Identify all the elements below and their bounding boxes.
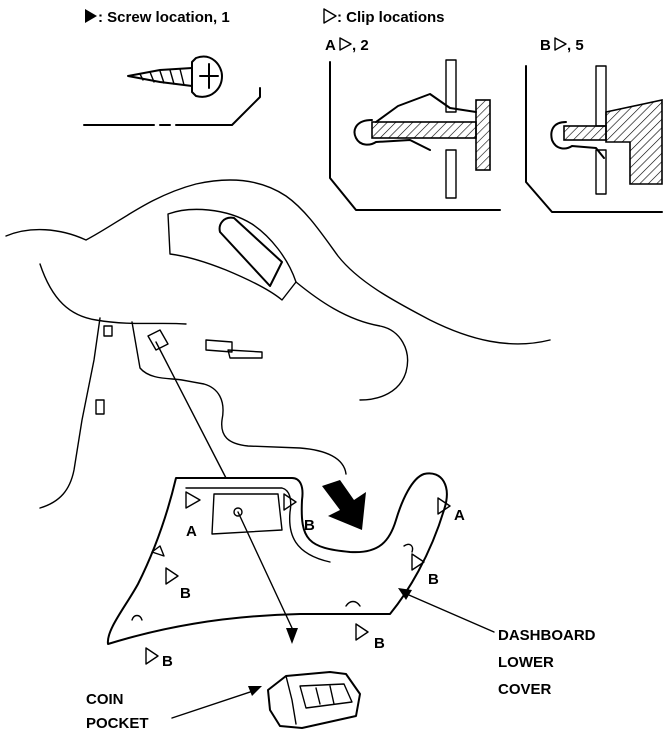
clip-b-detail bbox=[525, 65, 663, 213]
clip-a-frame bbox=[329, 61, 501, 211]
clip-a-panel-lower bbox=[445, 149, 457, 199]
dashboard-cover-label-line2: LOWER bbox=[498, 654, 554, 671]
clip-legend: : Clip locations A , 2 B , 5 bbox=[323, 8, 584, 54]
coin-pocket-callout-leader bbox=[171, 689, 257, 719]
bracket-slot bbox=[95, 399, 105, 415]
clip-a-marker-icon bbox=[185, 491, 201, 509]
cover-panel-outline bbox=[106, 472, 448, 645]
steering-column-shroud bbox=[167, 208, 297, 301]
dashboard-left-edge bbox=[39, 317, 101, 509]
screw-hole bbox=[233, 507, 243, 517]
knee-bolster-edge bbox=[131, 321, 347, 475]
clip-a-marker-icon bbox=[437, 497, 451, 515]
combination-switch-lever bbox=[218, 216, 283, 287]
bracket-slot bbox=[227, 349, 263, 359]
clip-b-marker-icon bbox=[145, 647, 159, 665]
open-triangle-icon bbox=[339, 37, 352, 51]
clip-a-panel-upper bbox=[445, 59, 457, 113]
clip-b-panel-upper bbox=[595, 65, 607, 127]
coin-pocket-opening bbox=[211, 493, 283, 535]
bracket-slot bbox=[205, 339, 233, 353]
dashboard-cover-label-line3: COVER bbox=[498, 681, 552, 698]
clip-label-b: B bbox=[162, 653, 173, 670]
clip-b-marker-icon bbox=[411, 553, 425, 571]
screw-location-icon bbox=[286, 628, 298, 644]
coin-pocket-divider bbox=[315, 685, 335, 705]
coin-pocket-label-line1: COIN bbox=[86, 691, 124, 708]
arrowhead-icon bbox=[398, 588, 412, 600]
dashboard-lower-cover bbox=[106, 472, 448, 645]
clip-b-marker-icon bbox=[355, 623, 369, 641]
dashboard-cover-label-line1: DASHBOARD bbox=[498, 627, 596, 644]
column-cover-edge bbox=[295, 281, 409, 401]
clip-label-b: B bbox=[374, 635, 385, 652]
screw-hole bbox=[147, 329, 169, 351]
clip-label-b: B bbox=[304, 517, 315, 534]
screw-detail-frame bbox=[83, 87, 261, 126]
clip-a-bracket bbox=[475, 99, 491, 171]
removal-arrow-icon bbox=[322, 480, 366, 530]
clip-legend-text: : Clip locations bbox=[337, 9, 445, 26]
dashboard-outline bbox=[5, 179, 551, 509]
cover-inner-edge bbox=[185, 487, 331, 563]
clip-b-frame bbox=[525, 65, 663, 213]
clip-b-bracket bbox=[605, 99, 663, 185]
bracket-slot bbox=[103, 325, 113, 337]
coin-pocket-outline bbox=[267, 671, 361, 729]
clip-label-b: B bbox=[428, 571, 439, 588]
clip-mount bbox=[131, 614, 143, 621]
filled-triangle-icon bbox=[85, 9, 97, 23]
arrowhead-icon bbox=[248, 686, 262, 696]
dashboard-cover-leader bbox=[401, 591, 495, 633]
clip-b-tab bbox=[563, 125, 607, 141]
clip-b-spring bbox=[550, 121, 605, 159]
screw-icon bbox=[127, 55, 223, 98]
clip-a-body bbox=[375, 93, 477, 123]
clip-b-letter: B bbox=[540, 37, 551, 54]
clip-b-marker-icon bbox=[165, 567, 179, 585]
clip-b-panel-lower bbox=[595, 149, 607, 195]
dashboard-mid-edge bbox=[39, 263, 187, 325]
clip-b-count: , 5 bbox=[567, 37, 584, 54]
coin-pocket bbox=[267, 671, 361, 729]
dashboard-upper-edge bbox=[5, 179, 551, 345]
coin-pocket-leader-line bbox=[237, 511, 293, 629]
clip-label-a: A bbox=[186, 523, 197, 540]
clip-a-count: , 2 bbox=[352, 37, 369, 54]
clip-b-marker-icon bbox=[283, 493, 297, 511]
clip-a-spring bbox=[353, 119, 431, 151]
coin-pocket-edge bbox=[285, 675, 297, 725]
clip-a-detail bbox=[329, 59, 501, 211]
screw-leader-line bbox=[155, 341, 227, 479]
clip-label-a: A bbox=[454, 507, 465, 524]
clip-mount bbox=[151, 545, 165, 557]
clip-mount bbox=[345, 600, 361, 607]
clip-mount bbox=[403, 543, 414, 553]
open-triangle-icon bbox=[323, 8, 337, 24]
clip-label-b: B bbox=[180, 585, 191, 602]
clip-a-letter: A bbox=[325, 37, 336, 54]
open-triangle-icon bbox=[554, 37, 567, 51]
screw-detail bbox=[83, 55, 261, 126]
coin-pocket-label-line2: POCKET bbox=[86, 715, 149, 732]
clip-a-tab bbox=[371, 121, 477, 139]
screw-legend-text: : Screw location, 1 bbox=[98, 9, 230, 26]
coin-pocket-tray bbox=[299, 683, 353, 709]
screw-legend: : Screw location, 1 bbox=[85, 9, 230, 26]
